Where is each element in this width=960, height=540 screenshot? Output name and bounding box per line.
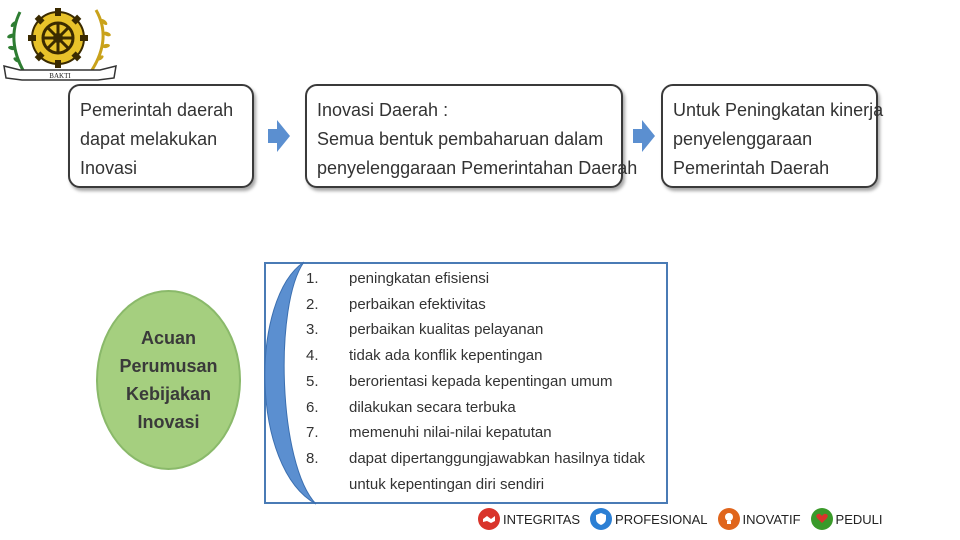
heart-hand-icon <box>810 508 833 530</box>
flow-box-1: Pemerintah daerah dapat melakukan Inovas… <box>68 84 254 188</box>
list-item-number: 3. <box>306 321 319 338</box>
value-label: INOVATIF <box>742 511 801 527</box>
list-item-text: dilakukan secara terbuka <box>349 399 516 416</box>
value-inovatif: INOVATIF <box>717 508 801 530</box>
acuan-circle: Acuan Perumusan Kebijakan Inovasi <box>96 290 241 470</box>
list-item-number: 5. <box>306 373 319 390</box>
value-integritas: INTEGRITAS <box>478 508 580 530</box>
flow-box-1-line: Inovasi <box>80 158 138 178</box>
handshake-icon <box>478 508 500 530</box>
arrow-right-icon <box>633 120 655 152</box>
list-item-text: untuk kepentingan diri sendiri <box>349 476 545 493</box>
flow-box-1-line: dapat melakukan <box>80 129 218 149</box>
acuan-label: Inovasi <box>137 412 200 432</box>
list-item-number: 1. <box>306 270 319 287</box>
acuan-label: Perumusan <box>119 356 218 376</box>
flow-box-1-line: Pemerintah daerah <box>80 100 234 120</box>
flow-box-2-line: penyelenggaraan Pemerintahan Daerah <box>317 158 638 178</box>
logo: BAKTI <box>0 0 120 90</box>
lightbulb-icon <box>717 508 740 530</box>
list-item-text: peningkatan efisiensi <box>349 270 490 287</box>
list-item-number: 8. <box>306 450 319 467</box>
value-label: PEDULI <box>835 511 883 527</box>
flow-box-3-line: penyelenggaraan <box>673 129 813 149</box>
acuan-label: Acuan <box>140 328 196 348</box>
list-item-number: 6. <box>306 399 319 416</box>
arrow-right-icon <box>268 120 290 152</box>
flow-box-2-line: Semua bentuk pembaharuan dalam <box>317 129 604 149</box>
value-peduli: PEDULI <box>810 508 883 530</box>
value-label: PROFESIONAL <box>615 511 708 527</box>
list-item-text: berorientasi kepada kepentingan umum <box>349 373 613 390</box>
flow-box-3: Untuk Peningkatan kinerja penyelenggaraa… <box>661 84 884 188</box>
list-item-number: 2. <box>306 296 319 313</box>
value-profesional: PROFESIONAL <box>590 508 708 530</box>
list-item-text: tidak ada konflik kepentingan <box>349 347 543 364</box>
shield-icon <box>590 508 613 530</box>
acuan-label: Kebijakan <box>125 384 212 404</box>
list-item-text: perbaikan kualitas pelayanan <box>349 321 544 338</box>
list-item-text: perbaikan efektivitas <box>349 296 486 313</box>
list-item-text: memenuhi nilai-nilai kepatutan <box>349 424 552 441</box>
flow-box-2: Inovasi Daerah : Semua bentuk pembaharua… <box>305 84 638 188</box>
list-item-number: 7. <box>306 424 319 441</box>
value-label: INTEGRITAS <box>503 511 581 527</box>
list-item-text: dapat dipertanggungjawabkan hasilnya tid… <box>349 450 646 467</box>
flow-box-2-line: Inovasi Daerah : <box>317 100 449 120</box>
bracket-shape <box>264 261 317 505</box>
flow-box-3-line: Untuk Peningkatan kinerja <box>673 100 884 120</box>
values-bar: INTEGRITAS PROFESIONAL INOVATIF PEDULI <box>478 508 893 530</box>
flow-box-3-line: Pemerintah Daerah <box>673 158 830 178</box>
logo-motto: BAKTI <box>49 72 71 80</box>
list-item-number: 4. <box>306 347 319 364</box>
